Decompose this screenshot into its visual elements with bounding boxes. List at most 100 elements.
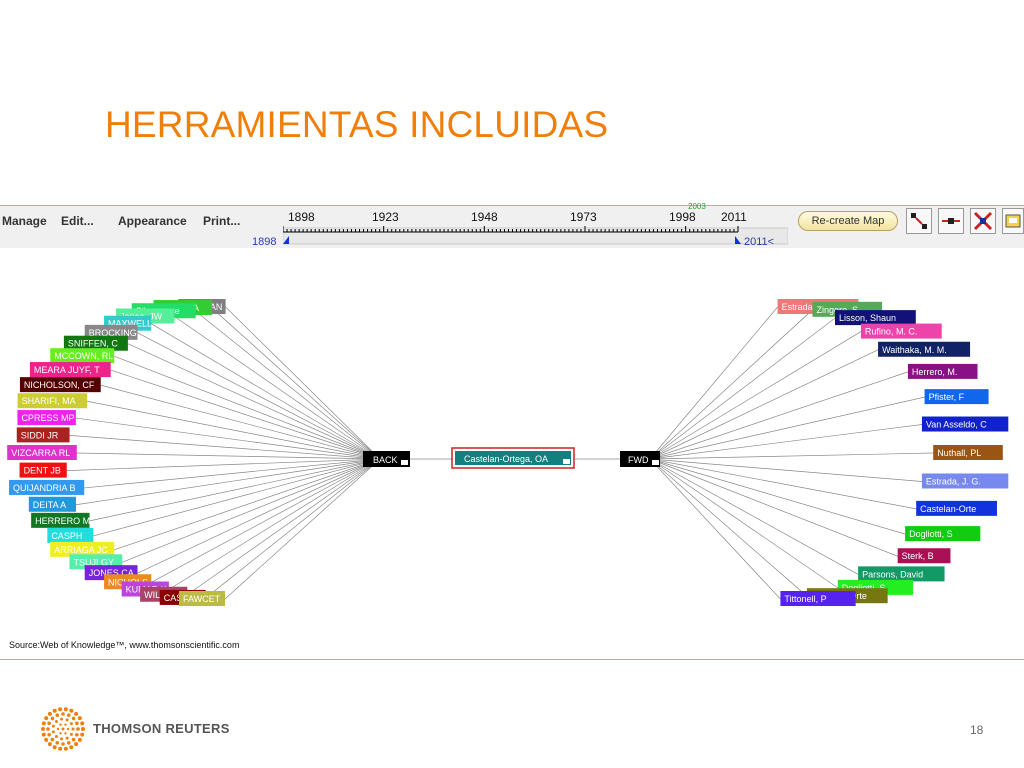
citation-map: BACK Castelan-Ortega, OA FWD QUINLANJULI… [7,299,1009,606]
node-label: Nuthall, PL [937,448,981,458]
back-citation-node[interactable]: MEARA JUYF, T [29,362,111,378]
timeline-start-handle[interactable] [283,236,289,244]
node-box [31,512,90,528]
fwd-citation-node[interactable]: Nuthall, PL [933,445,1003,460]
citation-link [174,316,381,460]
back-citation-node[interactable]: CASPH [47,527,94,543]
collapse-map-button[interactable] [938,208,964,234]
citation-link [122,458,381,563]
back-citation-node[interactable]: DEITA A [28,496,76,512]
node-label: MEARA JUYF, T [34,365,100,375]
node-label: DEITA A [33,500,66,510]
back-node[interactable]: BACK [363,451,410,467]
remove-node-icon [973,211,993,231]
citation-link [87,400,381,460]
timeline-tick-label: 1923 [372,210,399,224]
citation-link [168,458,381,590]
node-box [858,566,945,582]
menu-appearance[interactable]: Appearance [118,214,187,228]
collapse-icon[interactable] [652,460,659,465]
node-label: MAXWELL [108,319,152,329]
back-citation-node[interactable]: DENT JB [19,462,67,478]
fwd-citation-node[interactable]: Rufino, M. C. [860,323,942,339]
fwd-citation-node[interactable]: Tittonell, P [780,591,856,606]
node-box [907,363,978,379]
node-box [17,410,76,426]
node-box [9,479,85,495]
fwd-citation-node[interactable]: Parsons, David [858,566,945,582]
node-label: SNIFFEN, C [68,339,119,349]
back-citation-node[interactable]: VIZCARRA RL [7,445,77,460]
citation-link [127,343,381,460]
timeline-tick-label: 1948 [471,210,498,224]
menu-edit[interactable]: Edit... [61,214,94,228]
back-citation-node[interactable]: SIDDI JR [16,427,70,443]
back-citation-node[interactable]: CPRESS MP [17,410,76,426]
menu-manage[interactable]: Manage [2,214,47,228]
fwd-node[interactable]: FWD [620,451,660,467]
back-citation-node[interactable]: NICHOLSON, CF [19,377,101,393]
fwd-citation-node[interactable]: Castelan-Orte [916,500,997,516]
node-label: QUIJANDRIA B [13,483,76,493]
back-citation-node[interactable]: SNIFFEN, C [63,335,128,351]
citation-link [649,452,934,460]
fwd-citation-node[interactable]: Estrada, J. G. [921,473,1009,489]
citation-link [69,435,381,460]
citation-link [137,458,381,574]
fwd-citation-node[interactable]: Herrero, M. [907,363,978,379]
fwd-citation-node[interactable]: Waithaka, M. M. [878,341,971,357]
node-label: ARRIAGA JC [54,545,108,555]
citation-link [100,384,381,460]
node-box [63,335,128,351]
fwd-citation-node[interactable]: Van Asseldo, C [921,416,1009,432]
timeline-slider[interactable] [283,206,788,246]
timeline-range-start: 1898 [252,236,277,248]
citation-link [649,317,836,460]
fwd-citation-node[interactable]: Pfister, F [924,389,989,405]
node-label: SIDDI JR [21,430,59,440]
citation-link [649,458,917,510]
slide-title: HERRAMIENTAS INCLUIDAS [105,104,609,145]
collapse-icon[interactable] [563,459,570,464]
node-box [835,310,916,326]
citation-link [649,458,859,575]
save-image-button[interactable] [1002,208,1024,234]
node-label: Tittonell, P [784,594,826,604]
timeline-tick-label: 2011 [721,210,747,224]
center-node[interactable]: Castelan-Ortega, OA [451,447,575,469]
node-label: Estrada-Flore [782,302,837,312]
citation-link [649,458,839,589]
citation-link [649,424,922,460]
node-label: Rufino, M. C. [865,327,918,337]
back-citation-node[interactable]: HERRERO M [31,512,90,528]
node-label: Zingore, S. [816,305,860,315]
node-label: HERRERO M [35,516,90,526]
collapse-icon[interactable] [401,460,408,465]
expand-map-button[interactable] [906,208,932,234]
timeline-end-handle[interactable] [735,236,741,244]
source-note: Source:Web of Knowledge™, www.thomsonsci… [9,640,240,650]
node-label: Lisson, Shaun [839,313,896,323]
fwd-citation-node[interactable]: Lisson, Shaun [835,310,916,326]
node-box [897,548,951,564]
citation-link [76,452,381,460]
fwd-citation-node[interactable]: Dogliotti, S [905,526,981,542]
node-box [16,427,70,443]
node-label: JONES CA [89,568,134,578]
citation-link [114,355,381,460]
fwd-citation-node[interactable]: Sterk, B [897,548,951,564]
recreate-map-button[interactable]: Re-create Map [798,211,898,231]
citation-link [649,309,813,460]
back-citation-node[interactable]: SHARIFI, MA [17,393,88,409]
menu-print[interactable]: Print... [203,214,241,228]
back-citation-node[interactable]: MCCOWN, RL [50,348,115,364]
node-label: Dogliotti, S [909,529,953,539]
citation-link [195,310,381,460]
back-citation-node[interactable]: QUIJANDRIA B [9,479,85,495]
collapse-map-icon [942,218,960,224]
back-citation-node[interactable]: ARRIAGA JC [50,541,115,557]
back-citation-node[interactable]: FAWCET [179,591,225,606]
remove-node-button[interactable] [970,208,996,234]
citation-link [151,458,381,583]
page-number: 18 [970,723,984,737]
